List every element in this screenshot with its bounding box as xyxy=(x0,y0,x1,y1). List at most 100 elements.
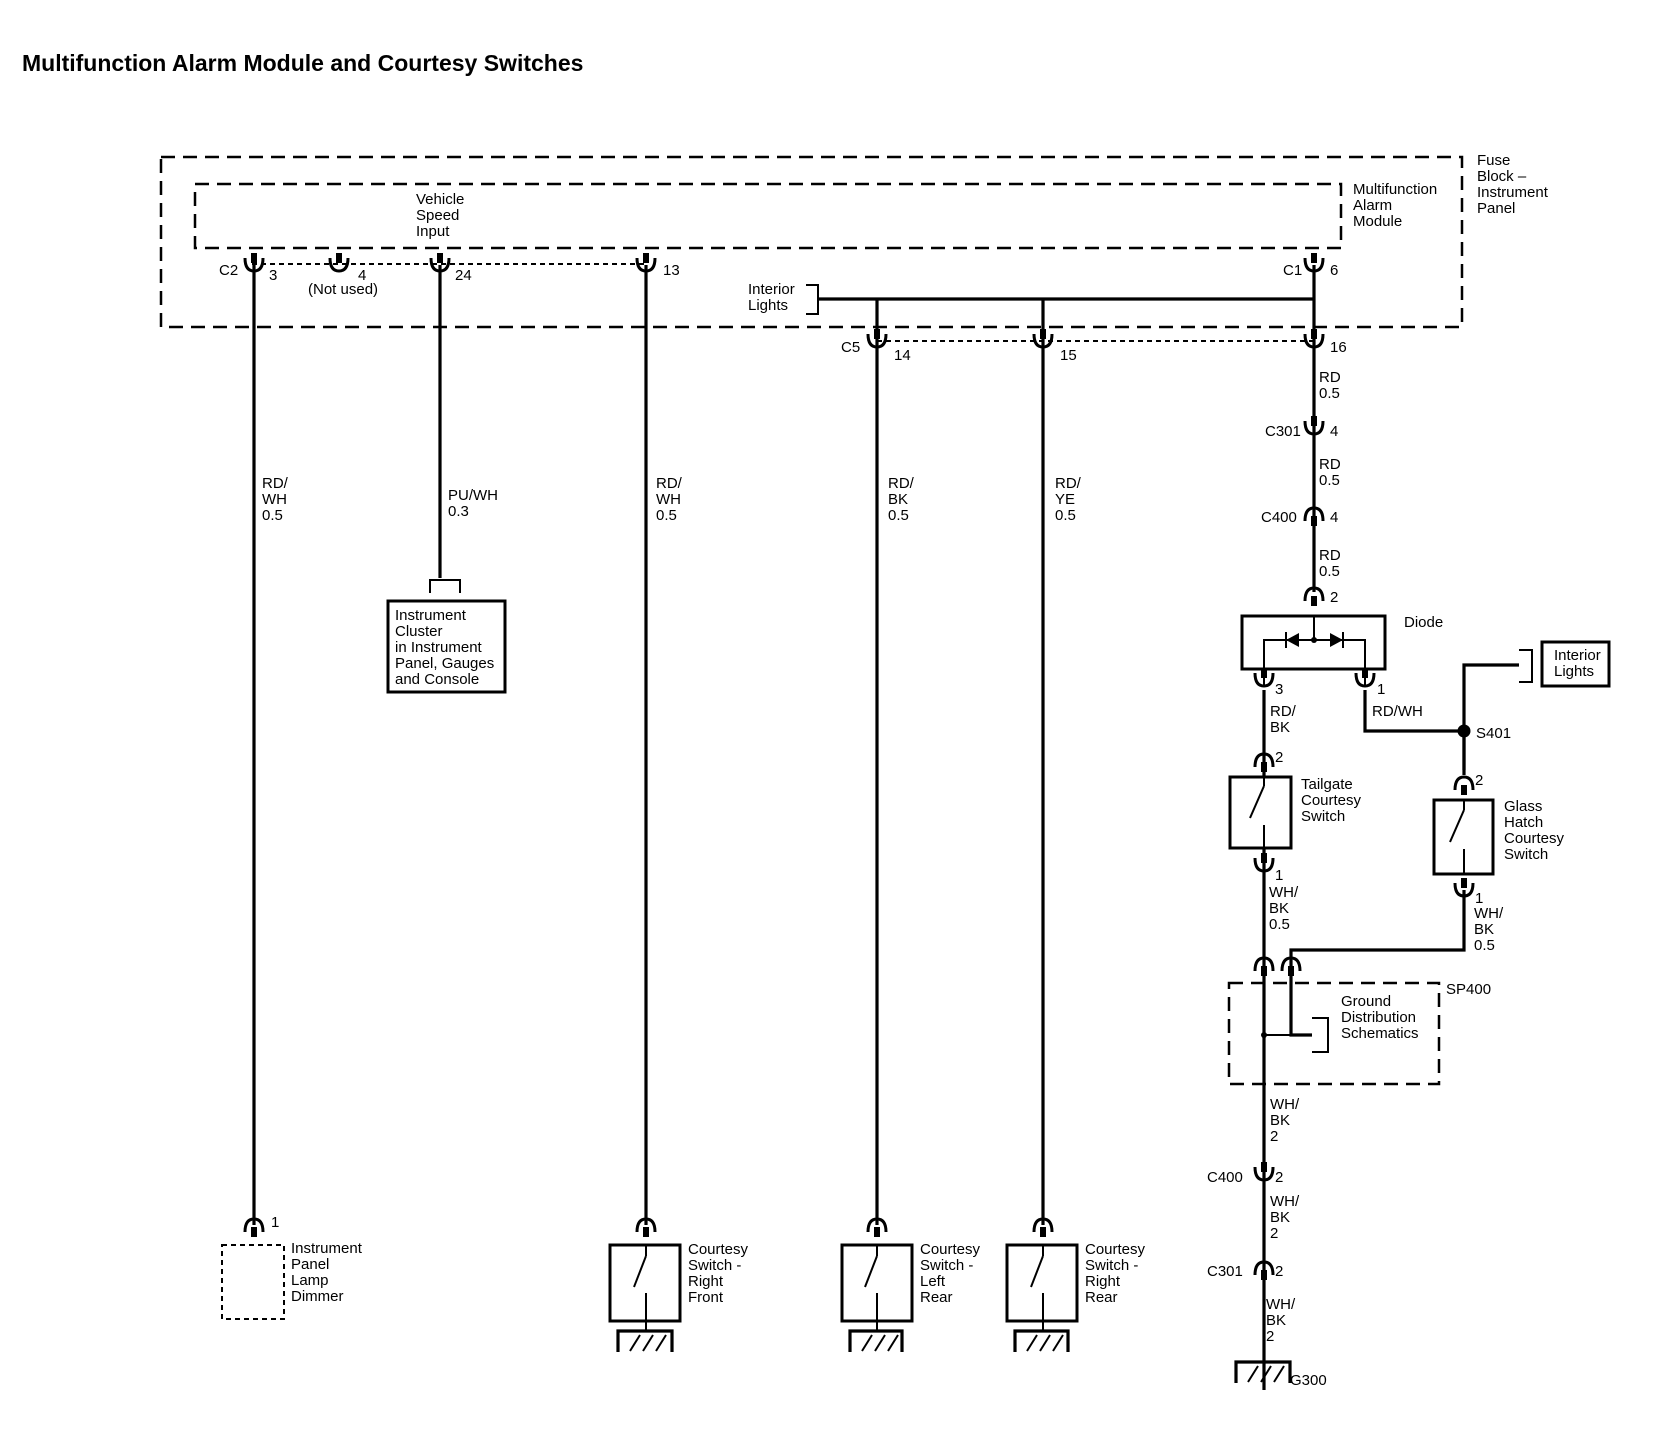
diode-left-triangle xyxy=(1286,633,1299,647)
wire-label-diode-1: RD/WH xyxy=(1372,703,1423,720)
interior-lights-bracket xyxy=(806,284,819,315)
pin-c2-3: 3 xyxy=(269,267,277,284)
cup-dimmer-1 xyxy=(243,1217,265,1237)
cup-c2-24 xyxy=(429,253,451,273)
fuse-block-outline xyxy=(159,155,1464,329)
cs-rf-blade xyxy=(633,1255,647,1288)
cup-tailgate-1 xyxy=(1253,853,1275,873)
page-title: Multifunction Alarm Module and Courtesy … xyxy=(22,50,583,76)
ground-symbol-rr xyxy=(1013,1329,1070,1352)
pin-c2-4: 4 xyxy=(358,267,366,284)
cup-c301-2 xyxy=(1253,1260,1275,1280)
wire-label-diode-3: RD/BK xyxy=(1270,703,1297,736)
cluster-connector xyxy=(429,579,461,593)
sp400-junction-dot xyxy=(1261,1032,1267,1038)
cup-cs-rr xyxy=(1032,1217,1054,1237)
connector-cups xyxy=(243,253,1475,1280)
ground-symbol-rf xyxy=(616,1329,674,1352)
pin-dimmer-1: 1 xyxy=(271,1214,279,1231)
wire-s401-interior-lights xyxy=(1462,663,1519,770)
cup-c2-13 xyxy=(635,253,657,273)
connector-c1-label: C1 xyxy=(1283,262,1302,279)
sp400-label: SP400 xyxy=(1446,981,1491,998)
diode-junction xyxy=(1311,637,1317,643)
pin-diode-1: 1 xyxy=(1377,681,1385,698)
ground-symbol-g300 xyxy=(1234,1360,1292,1383)
tailgate-switch-box xyxy=(1228,775,1293,850)
pin-c5-15: 15 xyxy=(1060,347,1077,364)
cup-c400-4 xyxy=(1303,506,1325,526)
interior-lights-right-box xyxy=(1540,640,1611,688)
cup-c2-4 xyxy=(328,253,350,273)
pin-c2-13: 13 xyxy=(663,262,680,279)
diode-label: Diode xyxy=(1404,614,1443,631)
pin-diode-2: 2 xyxy=(1330,589,1338,606)
cup-glass-2 xyxy=(1453,775,1475,795)
cup-c5-16 xyxy=(1303,329,1325,349)
cup-diode-1 xyxy=(1354,668,1376,688)
cup-tailgate-2 xyxy=(1253,752,1275,772)
pin-not-used-label: (Not used) xyxy=(308,281,378,298)
pin-tailgate-1: 1 xyxy=(1275,867,1283,884)
interior-lights-right-bracket xyxy=(1519,649,1533,683)
cup-diode-3 xyxy=(1253,668,1275,688)
instrument-cluster-box xyxy=(386,599,507,694)
pin-c1-6: 6 xyxy=(1330,262,1338,279)
connector-c400-bottom-label: C400 xyxy=(1207,1169,1243,1186)
cup-diode-2 xyxy=(1303,586,1325,606)
wire-rdwh xyxy=(1363,690,1462,733)
cup-c400-2 xyxy=(1253,1162,1275,1182)
connector-c400-top-label: C400 xyxy=(1261,509,1297,526)
cup-sp400-b xyxy=(1280,956,1302,976)
connector-c5-label: C5 xyxy=(841,339,860,356)
pin-c301-2: 2 xyxy=(1275,1263,1283,1280)
pin-c400-2: 2 xyxy=(1275,1169,1283,1186)
connector-c301-top-label: C301 xyxy=(1265,423,1301,440)
s401-label: S401 xyxy=(1476,725,1511,742)
cup-c5-14 xyxy=(866,329,888,349)
pin-c2-24: 24 xyxy=(455,267,472,284)
cup-cs-rf xyxy=(635,1217,657,1237)
pin-c5-14: 14 xyxy=(894,347,911,364)
s401-splice-dot xyxy=(1457,724,1471,738)
g300-label: G300 xyxy=(1290,1372,1327,1389)
cup-sp400-a xyxy=(1253,956,1275,976)
ground-dist-bracket xyxy=(1312,1017,1329,1053)
alarm-module-outline xyxy=(193,182,1343,250)
glass-switch-blade xyxy=(1449,809,1465,843)
pin-diode-3: 3 xyxy=(1275,681,1283,698)
cup-c5-15 xyxy=(1032,329,1054,349)
cup-glass-1 xyxy=(1453,878,1475,898)
connector-c2-label: C2 xyxy=(219,262,238,279)
cs-rr-blade xyxy=(1030,1255,1044,1288)
cup-c2-3 xyxy=(243,253,265,273)
dimmer-outline xyxy=(221,1244,285,1320)
pin-c400-4: 4 xyxy=(1330,509,1338,526)
cup-c1-6 xyxy=(1303,253,1325,273)
cs-lr-blade xyxy=(864,1255,878,1288)
pin-glass-1: 1 xyxy=(1475,890,1483,907)
pin-c5-16: 16 xyxy=(1330,339,1347,356)
